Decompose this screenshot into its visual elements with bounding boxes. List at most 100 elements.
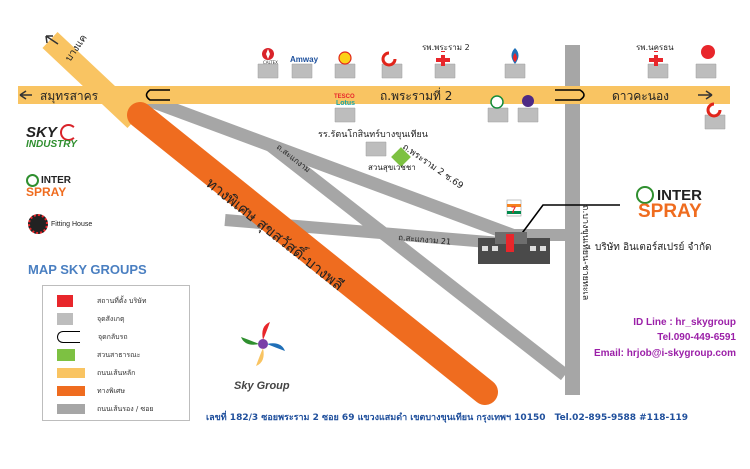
hospital-cross-icon [436,51,450,66]
landmark-tesco-block [334,107,356,123]
road-rama2-soi69 [132,88,523,245]
hospital-cross2-icon [649,51,663,66]
seven-eleven-text: 7 [511,205,516,215]
sky-industry-logo: SKY INDUSTRY [26,124,77,150]
interspray-logo-spray: SPRAY [638,201,702,222]
landmark-scb-block [517,107,539,123]
tesco-logo: TESCO [334,94,355,100]
arrow-east-icon [698,90,713,100]
label-hospital-nakhon: รพ.นครธน [636,43,674,52]
footer-address-text: เลขที่ 182/3 ซอยพระราม 2 ซอย 69 แขวงแสมด… [206,413,546,423]
company-building [478,232,550,264]
landmark-school-block [365,141,387,157]
legend-swatch [57,349,75,361]
legend-label: สถานที่ตั้ง บริษัท [97,296,147,305]
legend-label: ทางพิเศษ [97,386,126,395]
company-name: บริษัท อินเตอร์สเปรย์ จำกัด [595,242,712,253]
interspray-company-logo: INTER SPRAY [636,186,736,223]
legend-label: สวนสาธารณะ [97,350,141,359]
map-legend: สถานที่ตั้ง บริษัทจุดสังเกตุจุดกลับรถสวน… [42,285,190,421]
footer-address: เลขที่ 182/3 ซอยพระราม 2 ซอย 69 แขวงแสมด… [206,410,688,424]
map-heading: MAP SKY GROUPS [28,262,147,277]
landmark-amway-block [291,63,313,79]
arrow-west-icon [19,90,32,100]
road-rama2-main [18,86,730,104]
landmark-redlogo-block [695,63,717,79]
label-park: สวนสุขเวชชา [368,163,416,172]
legend-label: จุดกลับรถ [98,332,128,341]
footer-phone: Tel.02-895-9588 #118-119 [554,413,688,423]
landmark-hospital2-block [647,63,669,79]
gear-icon [28,214,48,234]
label-east-direction: ดาวคะนอง [612,89,669,103]
road-sakaeng [266,139,569,381]
legend-swatch [57,313,73,325]
sky-industry-text-b: INDUSTRY [26,139,77,150]
legend-item: ทางพิเศษ [57,384,125,398]
label-west-direction: สมุทรสาคร [40,89,99,104]
swirl-icon [59,124,77,141]
label-school: รร.รัตนโกสินทร์บางขุนเทียน [318,128,428,140]
legend-item: จุดกลับรถ [57,330,128,344]
park-marker [391,147,411,167]
landmark-shell-block [334,63,356,79]
legend-item: จุดสังเกตุ [57,312,125,326]
u-turn-west-icon [145,89,170,101]
road-bangkhae [42,31,143,129]
ptt-flame-icon [513,53,517,62]
legend-swatch [57,368,85,378]
interspray-small-a: INTER [41,175,71,186]
u-turn-east-icon [555,89,585,101]
landmark-ptt-block [504,63,526,79]
road-bangkhunthian [565,45,580,395]
seven-eleven-band-orange [507,204,521,207]
legend-swatch [57,295,73,307]
legend-item: สวนสาธารณะ [57,348,140,362]
cpall-icon [381,51,397,67]
label-rama2-main: ถ.พระรามที่ 2 [380,87,452,103]
landmark-caltex-block [257,63,279,79]
legend-swatch [57,331,80,343]
contact-line: ID Line : hr_skygroup [633,317,736,328]
arrow-northwest-icon [45,35,59,45]
sky-group-text: Sky Group [234,380,290,392]
caltex-star-icon [266,49,270,59]
legend-item: ถนนเส้นหลัก [57,366,135,380]
landmark-bank-block [487,107,509,123]
hospital-logo-icon [701,45,715,59]
company-pointer [516,204,620,241]
globe-small-icon [26,174,39,187]
legend-item: ถนนเส้นรอง / ซอย [57,402,154,416]
scb-icon [522,95,534,107]
sky-group-pinwheel-icon [241,322,285,366]
interspray-logo-inter: INTER [657,186,702,204]
legend-swatch [57,404,85,414]
contact-tel: Tel.090-449-6591 [657,332,736,343]
fitting-house-logo: Fitting House [28,214,92,234]
road-expressway [127,102,498,405]
interspray-small-logo: INTER SPRAY [26,174,71,199]
legend-swatch [57,386,85,396]
c-logo-icon [706,102,722,118]
label-hospital-rama2: รพ.พระราม 2 [422,43,470,52]
fitting-house-text: Fitting House [51,220,93,228]
legend-label: จุดสังเกตุ [97,314,125,323]
label-bangkhunthian: ถ.บางขุนเทียน-ชายทะเล [580,205,591,300]
interspray-small-b: SPRAY [26,185,67,199]
seven-eleven-band-green [507,211,521,214]
amway-logo: Amway [290,55,319,64]
sky-group-logo [232,318,294,378]
caltex-label: CALTEX [263,60,278,65]
legend-label: ถนนเส้นหลัก [97,368,136,377]
lotus-logo: Lotus [336,100,355,107]
legend-label: ถนนเส้นรอง / ซอย [97,404,154,413]
legend-item: สถานที่ตั้ง บริษัท [57,294,146,308]
landmark-hospital-block [434,63,456,79]
contact-email: Email: hrjob@i-skygroup.com [594,348,736,359]
shell-icon [338,51,352,65]
landmark-cpall-block [381,63,403,79]
kbank-icon [490,95,504,109]
globe-icon [636,186,654,204]
sky-industry-text-a: SKY [26,124,57,141]
